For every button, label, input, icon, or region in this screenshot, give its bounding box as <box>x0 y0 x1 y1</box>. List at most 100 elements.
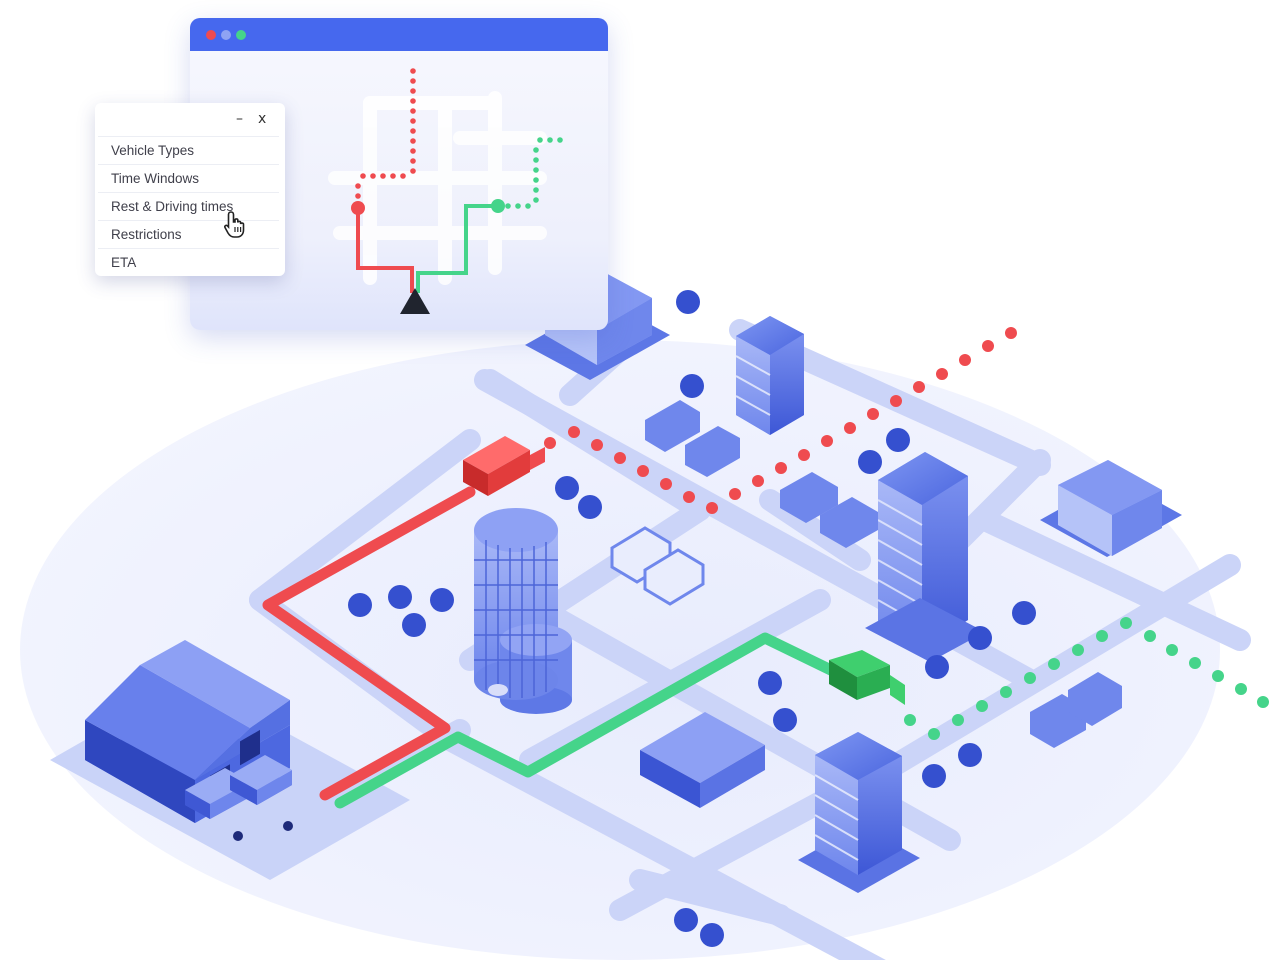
green-dot <box>904 714 916 726</box>
tree <box>886 428 910 452</box>
red-dot <box>591 439 603 451</box>
red-dot <box>706 502 718 514</box>
preview-green-dotted <box>505 137 563 209</box>
tree <box>758 671 782 695</box>
cylinder-tower <box>474 508 572 714</box>
green-dot <box>1072 644 1084 656</box>
menu-item-rest-driving-times[interactable]: Rest & Driving times <box>98 192 279 219</box>
tree <box>773 708 797 732</box>
preview-green-route <box>416 204 498 293</box>
window-maximize-dot[interactable] <box>236 30 246 40</box>
menu-item-restrictions[interactable]: Restrictions <box>98 220 279 247</box>
stacked-building <box>735 316 804 435</box>
tree <box>925 655 949 679</box>
red-route <box>262 486 476 801</box>
red-dot <box>614 452 626 464</box>
red-dot <box>867 408 879 420</box>
tree <box>555 476 579 500</box>
options-panel: – x <box>95 103 285 276</box>
green-dot <box>1120 617 1132 629</box>
tree <box>578 495 602 519</box>
tree <box>700 923 724 947</box>
road <box>519 589 831 771</box>
green-dot <box>928 728 940 740</box>
tree <box>674 908 698 932</box>
tree <box>968 626 992 650</box>
menu-item-eta[interactable]: ETA <box>98 248 279 275</box>
panel-minimize-button[interactable]: – <box>236 111 243 127</box>
tree <box>402 613 426 637</box>
green-dot <box>1257 696 1269 708</box>
red-dot <box>936 368 948 380</box>
tree <box>1012 601 1036 625</box>
red-dot <box>1005 327 1017 339</box>
tree <box>958 743 982 767</box>
red-dot <box>637 465 649 477</box>
tree <box>388 585 412 609</box>
road <box>974 509 1251 651</box>
road <box>629 869 791 926</box>
green-dot <box>1024 672 1036 684</box>
tall-tower <box>865 452 985 662</box>
green-dot <box>952 714 964 726</box>
preview-red-dotted <box>355 68 416 199</box>
road <box>949 449 1051 551</box>
small-houses <box>610 400 1122 748</box>
red-dot <box>890 395 902 407</box>
red-truck <box>463 436 545 496</box>
options-panel-header: – x <box>95 103 285 135</box>
red-dot <box>775 462 787 474</box>
preview-red-stop <box>351 201 365 215</box>
red-dot <box>544 437 556 449</box>
green-dot <box>1166 644 1178 656</box>
red-dot <box>959 354 971 366</box>
green-dot <box>1144 630 1156 642</box>
green-dot <box>1212 670 1224 682</box>
preview-green-stop <box>491 199 505 213</box>
red-dot <box>568 426 580 438</box>
green-dot <box>1235 683 1247 695</box>
route-preview-map <box>328 68 563 314</box>
triangle-depot-icon <box>400 288 430 314</box>
green-dot <box>1189 657 1201 669</box>
tree <box>430 588 454 612</box>
green-dot <box>976 700 988 712</box>
red-dot <box>729 488 741 500</box>
tree <box>348 593 372 617</box>
red-dot <box>913 381 925 393</box>
window-minimize-dot[interactable] <box>221 30 231 40</box>
hand-pointer-icon <box>224 211 245 238</box>
tree <box>676 290 700 314</box>
tree <box>680 374 704 398</box>
warehouse-trucks <box>185 755 293 841</box>
green-route <box>334 632 841 809</box>
lower-tower <box>798 732 920 893</box>
green-dot <box>1096 630 1108 642</box>
red-dot <box>844 422 856 434</box>
window-close-dot[interactable] <box>206 30 216 40</box>
panel-close-button[interactable]: x <box>258 111 267 127</box>
green-dot <box>1000 686 1012 698</box>
red-dot <box>821 435 833 447</box>
glass-office-right <box>1040 460 1182 557</box>
green-truck <box>829 650 905 705</box>
flat-building <box>640 712 765 808</box>
green-dot <box>1048 658 1060 670</box>
road <box>249 429 481 611</box>
menu-item-time-windows[interactable]: Time Windows <box>98 164 279 191</box>
trees <box>348 290 1036 947</box>
road <box>859 554 1241 791</box>
preview-red-route <box>356 208 414 293</box>
menu-item-vehicle-types[interactable]: Vehicle Types <box>98 136 279 163</box>
red-dot <box>982 340 994 352</box>
red-dot <box>660 478 672 490</box>
road <box>439 729 886 960</box>
red-dot <box>752 475 764 487</box>
window-titlebar <box>190 18 608 51</box>
tree <box>922 764 946 788</box>
green-dotted-route <box>904 617 1269 740</box>
tree <box>858 450 882 474</box>
red-dotted-route <box>544 327 1017 514</box>
red-dot <box>683 491 695 503</box>
